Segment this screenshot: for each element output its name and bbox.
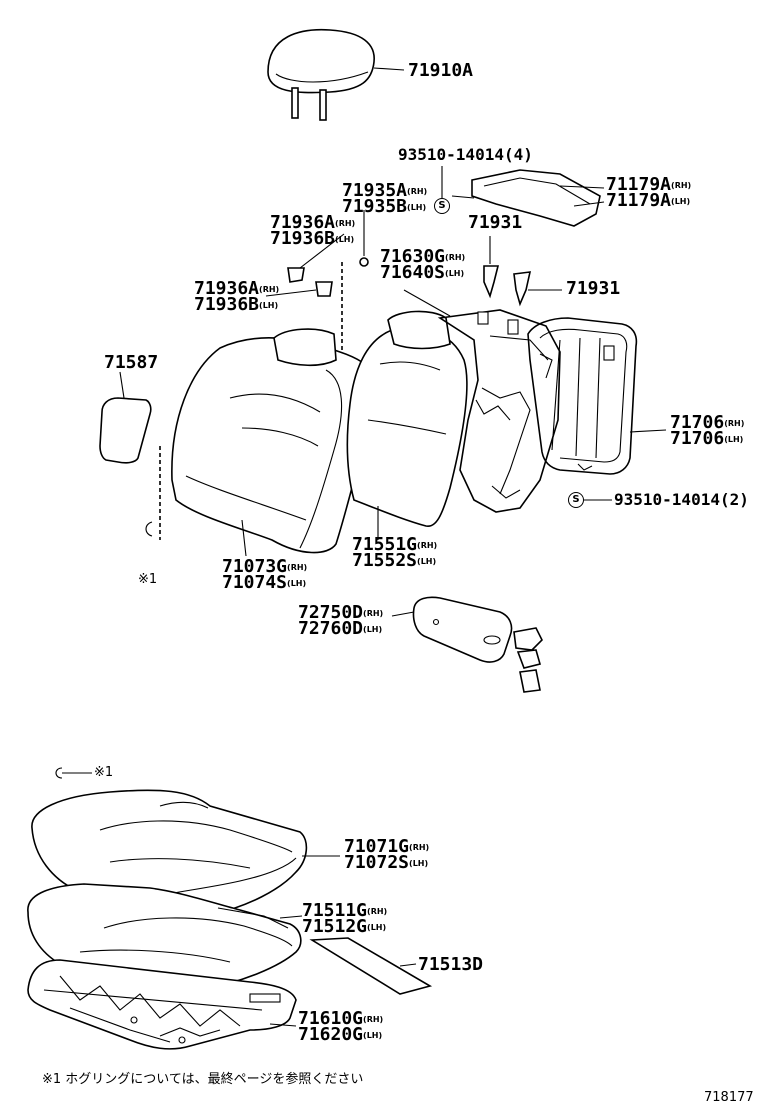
headrest-drawing [267, 28, 405, 121]
hogring-mark-2 [55, 767, 63, 779]
part-label-71511G[interactable]: 71511G(RH) [302, 900, 388, 921]
part-label-71512G[interactable]: 71512G(LH) [302, 916, 387, 937]
part-label-93510-right[interactable]: 93510-14014(2) [614, 490, 749, 509]
part-label-72750D[interactable]: 72750D(RH) [298, 602, 384, 623]
part-label-71620G[interactable]: 71620G(LH) [298, 1024, 383, 1045]
footnote: ※1 ホグリングについては、最終ページを参照ください [42, 1072, 364, 1087]
part-label-71910A[interactable]: 71910A [408, 60, 474, 81]
armrest-drawing [391, 596, 543, 693]
diagram-ref-number: 718177 [704, 1090, 754, 1105]
part-label-71936B-2[interactable]: 71936B(LH) [194, 294, 279, 315]
cover-bracket-drawing [471, 169, 605, 227]
part-label-71551G[interactable]: 71551G(RH) [352, 534, 438, 555]
pad-strip-drawing [309, 937, 433, 995]
part-label-71552S[interactable]: 71552S(LH) [352, 550, 437, 571]
part-label-71936A-2[interactable]: 71936A(RH) [194, 278, 280, 299]
part-label-71936A-1[interactable]: 71936A(RH) [270, 212, 356, 233]
part-label-71179A-2[interactable]: 71179A(LH) [606, 190, 691, 211]
part-label-71587[interactable]: 71587 [104, 352, 159, 373]
part-label-71931-top[interactable]: 71931 [468, 212, 523, 233]
part-label-71630G[interactable]: 71630G(RH) [380, 246, 466, 267]
back-frame-drawing [527, 317, 667, 475]
part-label-71706-2[interactable]: 71706(LH) [670, 428, 744, 449]
part-label-72760D[interactable]: 72760D(LH) [298, 618, 383, 639]
cushion-frame-drawing [27, 959, 297, 1050]
part-label-71931-right[interactable]: 71931 [566, 278, 621, 299]
part-label-71935A[interactable]: 71935A(RH) [342, 180, 428, 201]
part-label-93510-top[interactable]: 93510-14014(4) [398, 145, 533, 164]
part-label-71074S[interactable]: 71074S(LH) [222, 572, 307, 593]
part-label-71071G[interactable]: 71071G(RH) [344, 836, 430, 857]
hogring-mark-1 [145, 521, 153, 537]
cushion-cover-drawing [31, 789, 340, 917]
part-label-71706-1[interactable]: 71706(RH) [670, 412, 745, 433]
part-label-71935B[interactable]: 71935B(LH) [342, 196, 427, 217]
side-armrest-drawing [99, 371, 152, 464]
back-wire-frame-drawing [403, 289, 561, 513]
part-label-71073G[interactable]: 71073G(RH) [222, 556, 308, 577]
back-pad-drawing [346, 310, 468, 540]
support-clips-drawing [265, 210, 562, 360]
back-cover-drawing [171, 328, 379, 557]
hogring-ref-mark-2: ※1 [94, 765, 114, 780]
hogring-ref-mark-1: ※1 [138, 572, 158, 587]
part-label-71513D[interactable]: 71513D [418, 954, 484, 975]
part-label-71179A-1[interactable]: 71179A(RH) [606, 174, 692, 195]
part-label-71936B-1[interactable]: 71936B(LH) [270, 228, 355, 249]
bolt-s-mark-right: S [568, 492, 584, 508]
part-label-71610G[interactable]: 71610G(RH) [298, 1008, 384, 1029]
bolt-s-mark-top: S [434, 198, 450, 214]
part-label-71640S[interactable]: 71640S(LH) [380, 262, 465, 283]
part-label-71072S[interactable]: 71072S(LH) [344, 852, 429, 873]
